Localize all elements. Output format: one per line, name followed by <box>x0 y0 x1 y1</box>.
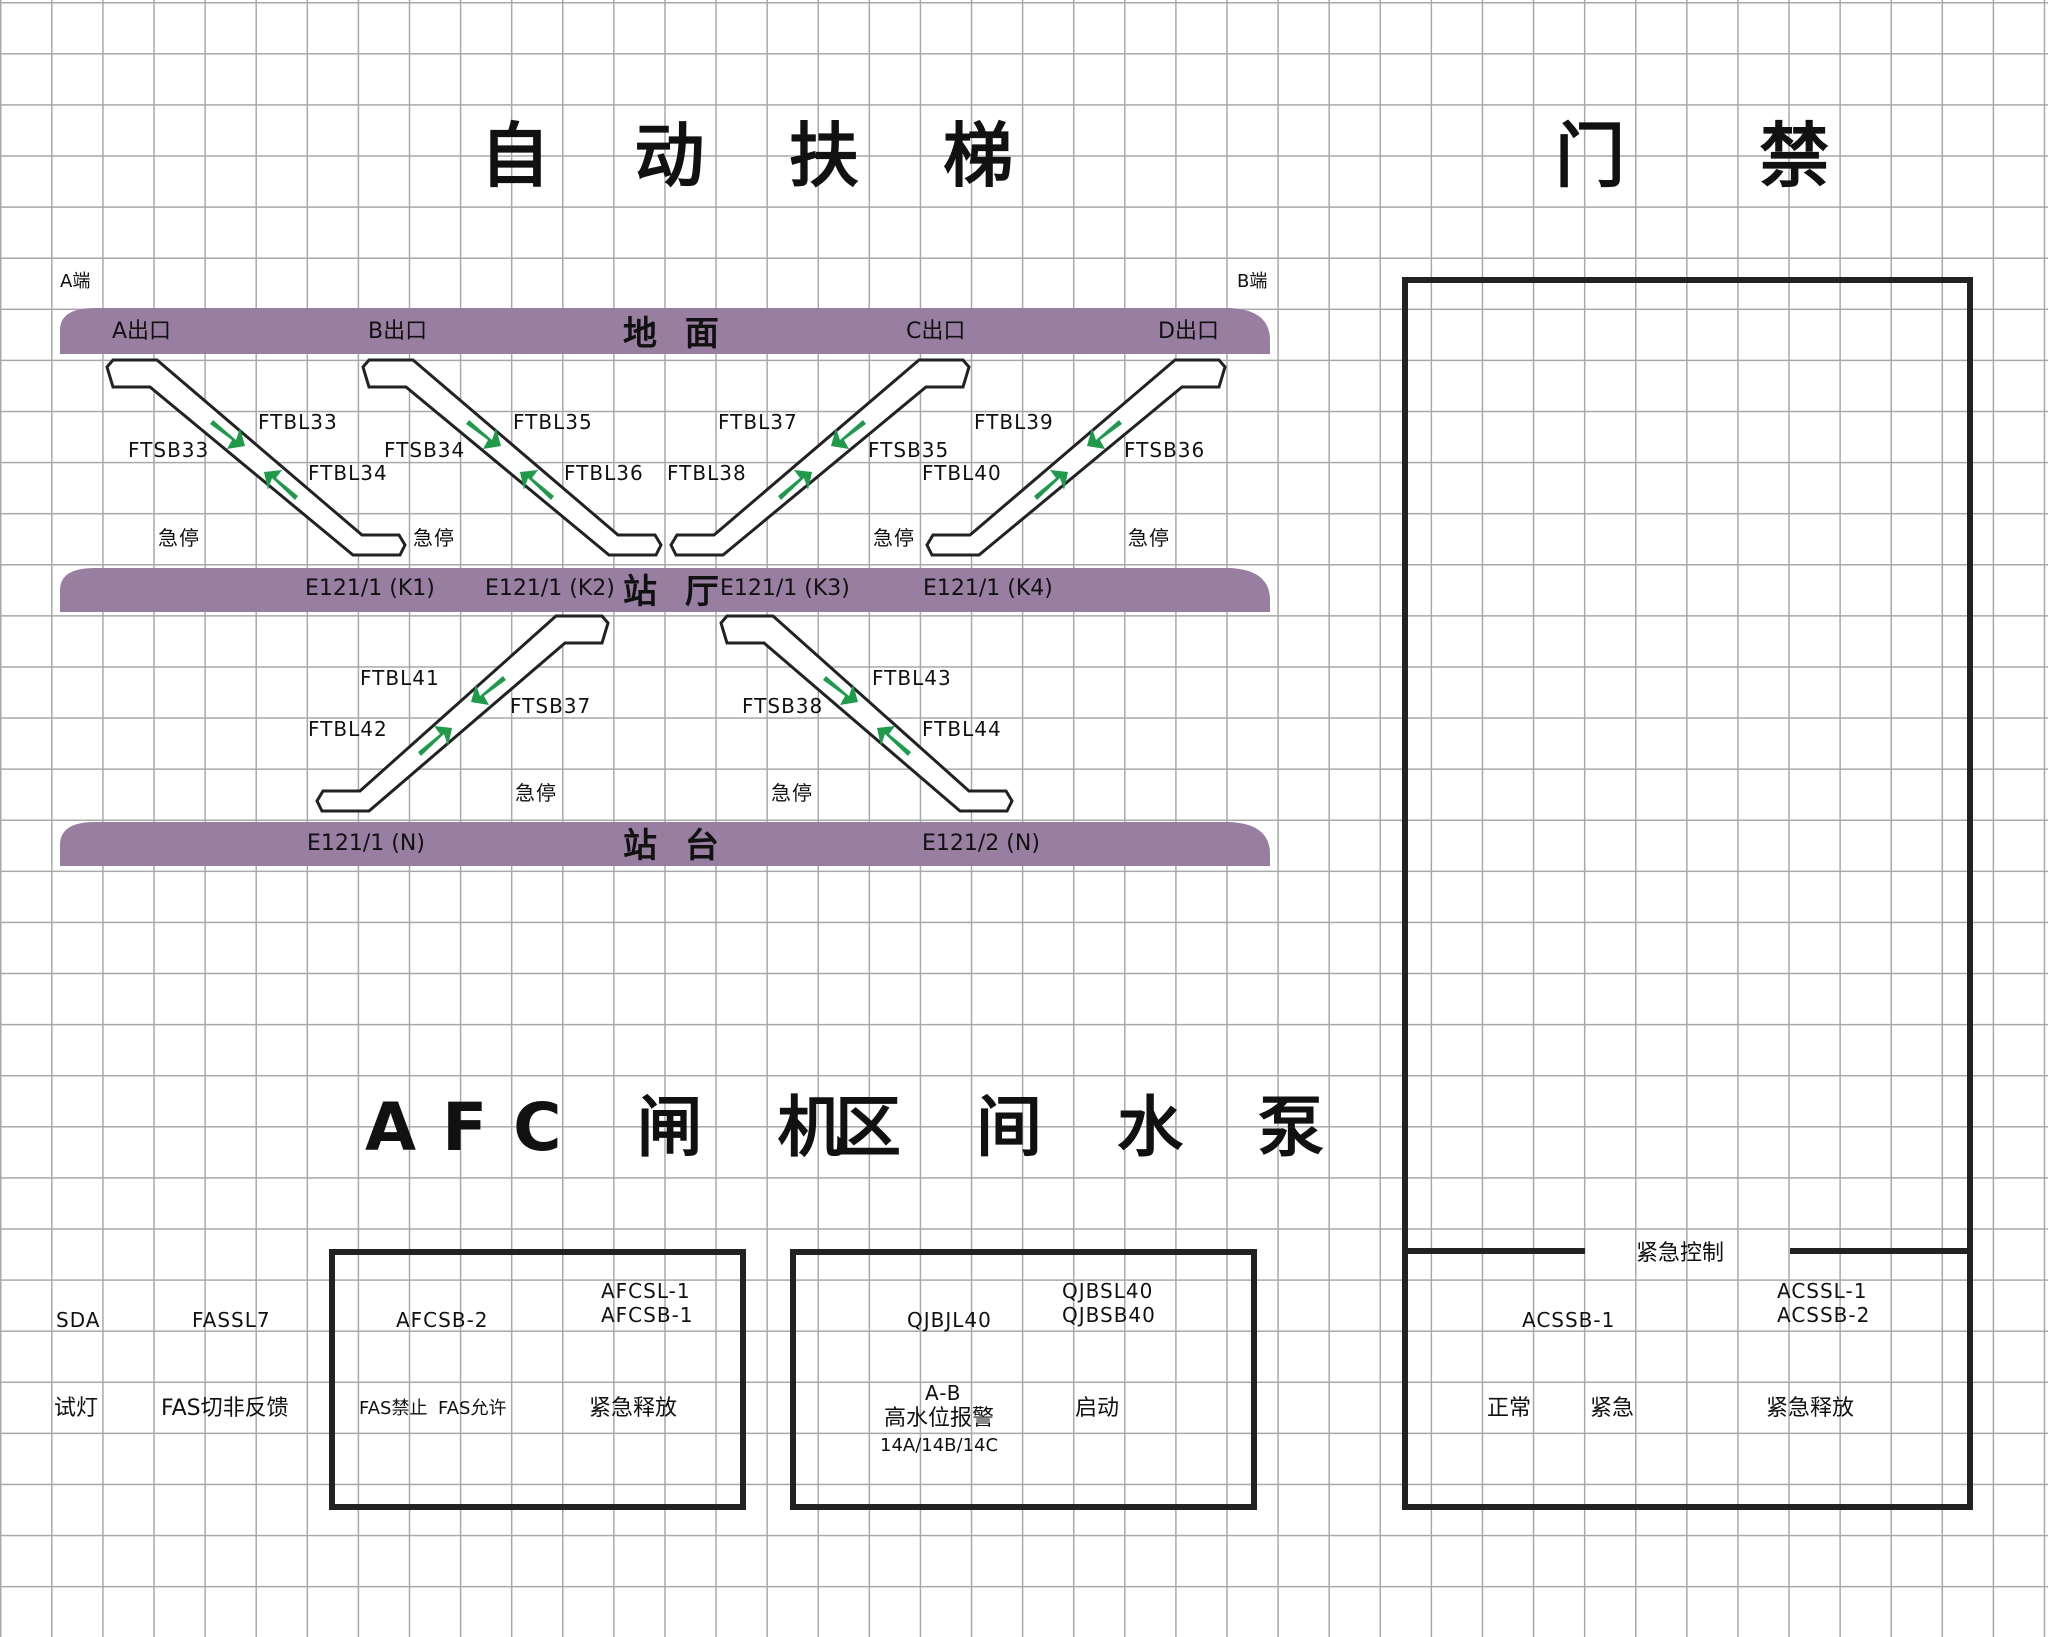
escalator-k4-down-arrow <box>1087 420 1122 449</box>
escalator-n1-down-arrow <box>471 676 506 705</box>
escalator-section-title: 自 动 扶 梯 <box>480 115 1043 197</box>
access-title-text: 门 禁 <box>1555 115 1829 197</box>
k4-stop: 急停 <box>1128 526 1170 550</box>
pump-panel-box <box>790 1249 1257 1510</box>
k1-ftbl-up: FTBL33 <box>258 410 338 434</box>
b-end-label: B端 <box>1237 271 1267 292</box>
k1-id: E121/1 (K1) <box>305 576 435 601</box>
escalator-k3-up-arrow <box>778 470 812 500</box>
k2-id: E121/1 (K2) <box>485 576 615 601</box>
qjbjl40-label: QJBJL40 <box>907 1308 992 1332</box>
pump-start-label: 启动 <box>1075 1396 1119 1421</box>
escalator-n2-down-arrow <box>823 676 858 705</box>
n1-ftsb: FTSB37 <box>510 694 591 718</box>
exit-d-label: D出口 <box>1158 319 1219 344</box>
k2-ftsb: FTSB34 <box>384 438 465 462</box>
acssb-2-label: ACSSB-2 <box>1777 1303 1870 1327</box>
qjbsb40-label: QJBSB40 <box>1062 1303 1156 1327</box>
escalator-n2 <box>719 614 1014 813</box>
a-end-label: A端 <box>60 271 90 292</box>
escalator-k3-down-arrow <box>831 420 866 449</box>
k1-ftsb: FTSB33 <box>128 438 209 462</box>
hall-band-label: 站 厅 <box>623 572 727 612</box>
acssl-1-label: ACSSL-1 <box>1777 1279 1867 1303</box>
n1-stop: 急停 <box>515 781 557 805</box>
k3-ftsb: FTSB35 <box>868 438 949 462</box>
fassl7-label: FASSL7 <box>192 1308 271 1332</box>
escalator-k2-down-arrow <box>466 420 501 449</box>
n2-ftbl-up: FTBL43 <box>872 666 952 690</box>
exit-a-label: A出口 <box>112 319 171 344</box>
afc-gate-section-title: AFC 闸 机 <box>365 1089 870 1166</box>
k2-stop: 急停 <box>413 526 455 550</box>
k2-ftbl-down: FTBL36 <box>564 461 644 485</box>
pump-a-b-label: A-B <box>925 1381 961 1405</box>
access-control-box <box>1402 277 1973 1510</box>
afc-panel-box <box>329 1249 746 1510</box>
k3-ftbl-up: FTBL37 <box>718 410 798 434</box>
escalator-n1 <box>315 614 610 813</box>
n1-id: E121/1 (N) <box>307 831 425 856</box>
k3-id: E121/1 (K3) <box>720 576 850 601</box>
tunnel-pump-section-title: 区 间 水 泵 <box>835 1089 1350 1166</box>
emergency-control-label: 紧急控制 <box>1636 1241 1724 1266</box>
fas-forbid-label: FAS禁止 <box>359 1398 427 1419</box>
escalator-k4-body <box>925 358 1227 557</box>
acssb-1-label: ACSSB-1 <box>1522 1308 1615 1332</box>
afcsl-1-label: AFCSL-1 <box>601 1279 691 1303</box>
escalator-n1-body <box>315 614 610 813</box>
k3-ftbl-down: FTBL38 <box>667 461 747 485</box>
afcsb-1-label: AFCSB-1 <box>601 1303 694 1327</box>
k4-id: E121/1 (K4) <box>923 576 1053 601</box>
n2-stop: 急停 <box>771 781 813 805</box>
pump-codes-label: 14A/14B/14C <box>880 1435 998 1456</box>
escalator-k4-up-arrow <box>1034 470 1068 500</box>
escalator-n2-body <box>719 614 1014 813</box>
fas-allow-label: FAS允许 <box>438 1398 506 1419</box>
exit-b-label: B出口 <box>368 319 427 344</box>
qjbsl40-label: QJBSL40 <box>1062 1279 1153 1303</box>
access-control-section-title: 门 禁 <box>1555 115 1829 197</box>
sda-label: SDA <box>56 1308 100 1332</box>
n1-ftbl-up: FTBL41 <box>360 666 440 690</box>
n2-id: E121/2 (N) <box>922 831 1040 856</box>
afcsb-2-label: AFCSB-2 <box>396 1308 489 1332</box>
ground-band <box>60 308 1270 354</box>
escalator-k3 <box>669 358 971 557</box>
escalator-k2-up-arrow <box>520 470 554 500</box>
n2-ftbl-down: FTBL44 <box>922 717 1002 741</box>
escalator-n1-up-arrow <box>418 726 452 756</box>
escalator-k4 <box>925 358 1227 557</box>
escalator-k1 <box>105 358 407 557</box>
lamp-test-label: 试灯 <box>54 1396 98 1421</box>
escalator-k2-body <box>361 358 663 557</box>
k3-stop: 急停 <box>873 526 915 550</box>
access-emergency-release-label: 紧急释放 <box>1766 1396 1854 1421</box>
platform-band <box>60 822 1270 866</box>
escalator-k1-up-arrow <box>264 470 298 500</box>
escalator-k1-body <box>105 358 407 557</box>
access-emergency-label: 紧急 <box>1590 1396 1634 1421</box>
escalator-k2 <box>361 358 663 557</box>
afc-emergency-release-label: 紧急释放 <box>589 1396 677 1421</box>
k1-ftbl-down: FTBL34 <box>308 461 388 485</box>
hall-band <box>60 568 1270 612</box>
n2-ftsb: FTSB38 <box>742 694 823 718</box>
access-normal-label: 正常 <box>1487 1396 1531 1421</box>
escalator-k1-down-arrow <box>210 420 245 449</box>
platform-band-label: 站 台 <box>623 826 727 866</box>
exit-c-label: C出口 <box>906 319 965 344</box>
escalator-n2-up-arrow <box>877 726 911 756</box>
k4-ftbl-down: FTBL40 <box>922 461 1002 485</box>
k2-ftbl-up: FTBL35 <box>513 410 593 434</box>
high-water-alarm-label: 高水位报警 <box>884 1406 994 1431</box>
fas-cut-feedback-label: FAS切非反馈 <box>161 1396 289 1421</box>
k4-ftbl-up: FTBL39 <box>974 410 1054 434</box>
n1-ftbl-down: FTBL42 <box>308 717 388 741</box>
ground-band-label: 地 面 <box>623 314 727 354</box>
k1-stop: 急停 <box>158 526 200 550</box>
escalator-k3-body <box>669 358 971 557</box>
k4-ftsb: FTSB36 <box>1124 438 1205 462</box>
